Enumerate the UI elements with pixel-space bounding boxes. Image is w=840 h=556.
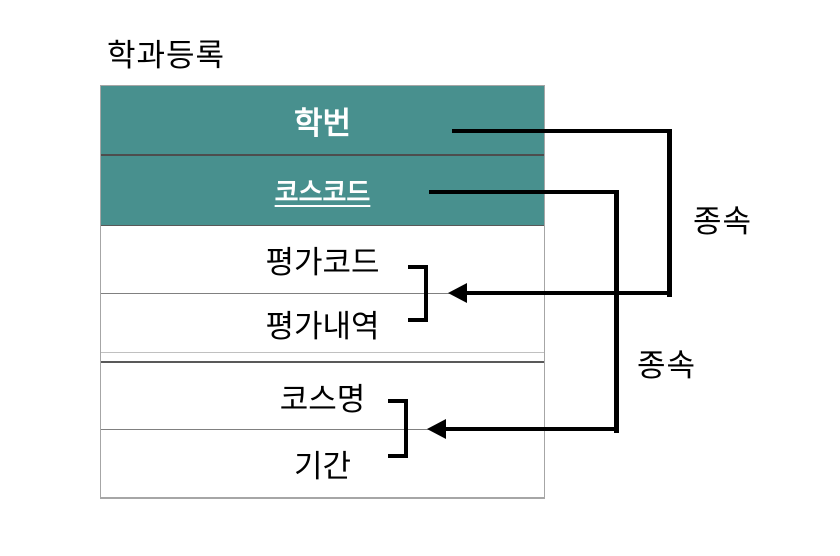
dependency-arrow-1-icon: [448, 283, 467, 303]
dependency-line-2-return: [444, 427, 619, 431]
dependency-line-1-horizontal: [452, 129, 672, 133]
diagram-title: 학과등록: [107, 38, 226, 73]
row-label: 코스코드: [274, 177, 371, 207]
row-label: 기간: [293, 449, 352, 484]
table-row-eval-detail: 평가내역: [101, 294, 544, 353]
row-label: 코스명: [279, 381, 366, 417]
group-bracket-eval: [408, 265, 428, 322]
dependency-arrow-2-icon: [427, 419, 446, 439]
table-row-course-name: 코스명: [101, 363, 544, 430]
dependency-label-1: 종속: [693, 204, 753, 239]
table-row-spacer: [101, 353, 544, 363]
dependency-line-1-return: [464, 291, 672, 295]
row-label: 평가내역: [265, 308, 380, 344]
table-row-period: 기간: [101, 430, 544, 497]
row-label: 평가코드: [265, 245, 380, 280]
table-row-eval-code: 평가코드: [101, 226, 544, 294]
dependency-line-2-horizontal: [429, 190, 619, 194]
dependency-line-1-vertical: [667, 129, 672, 297]
dependency-line-2-vertical: [614, 190, 619, 433]
dependency-label-2: 종속: [637, 348, 697, 383]
group-bracket-course: [388, 399, 408, 458]
row-label: 학번: [293, 105, 352, 141]
table-row-student-id: 학번: [101, 86, 544, 156]
